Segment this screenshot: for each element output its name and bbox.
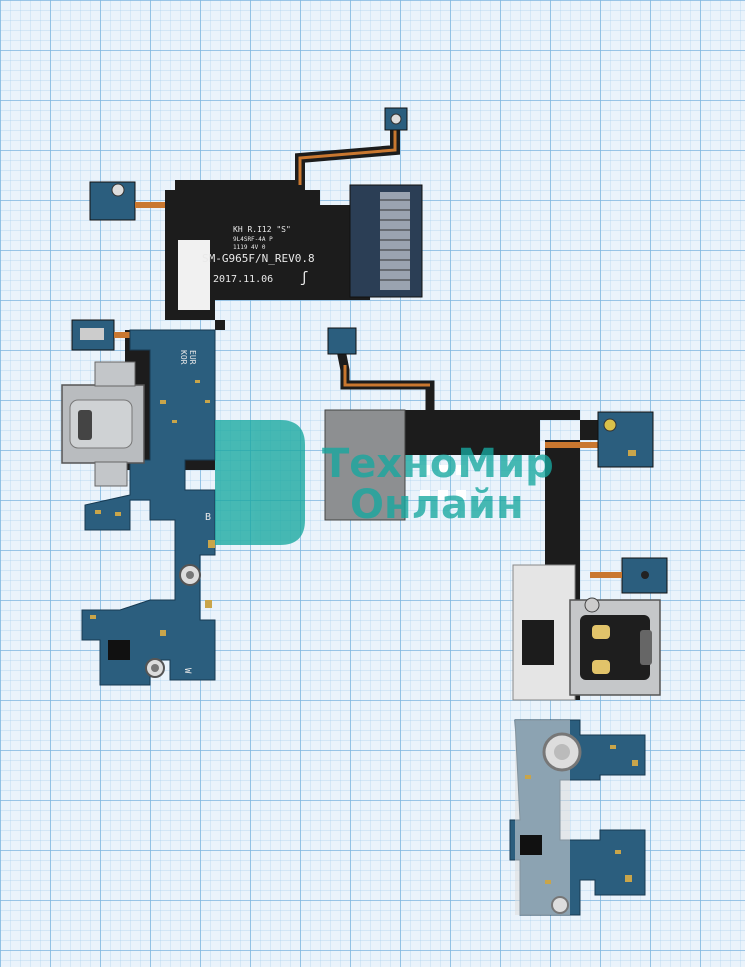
right-ic: [520, 835, 542, 855]
white-label: [178, 240, 210, 310]
region-kor: KOR: [179, 350, 188, 365]
mark-w: W: [182, 668, 192, 674]
model-number: SM-G965F/N_REV0.8: [202, 252, 315, 265]
watermark-line-2: Онлайн: [350, 482, 524, 528]
watermark-logo-shape: [215, 420, 305, 545]
label-line-2: 9L4SRF-4A P: [233, 236, 273, 243]
label-line-3: 1119 4V 0: [233, 244, 266, 251]
samsung-logo-mark: ʃ: [300, 270, 308, 286]
watermark-line-1: ТехноМир: [322, 441, 554, 487]
right-screw-hole: [551, 896, 569, 914]
left-sensor-tab: [89, 181, 136, 221]
date-code: 2017.11.06: [213, 274, 273, 285]
label-line-1: KH R.I12 "S": [233, 225, 291, 234]
left-flex-assembly: KH R.I12 "S" 9L4SRF-4A P 1119 4V 0 SM-G9…: [61, 107, 423, 686]
left-ic: [108, 640, 130, 660]
mark-b: B: [205, 512, 211, 523]
right-flex-assembly: [324, 327, 668, 916]
watermark: ТехноМир Онлайн: [215, 420, 554, 545]
region-eur: EUR: [188, 350, 197, 365]
sim-reader-plate: [324, 409, 406, 521]
sim-contact-pads: [420, 465, 466, 500]
right-top-sensor: [327, 327, 357, 355]
